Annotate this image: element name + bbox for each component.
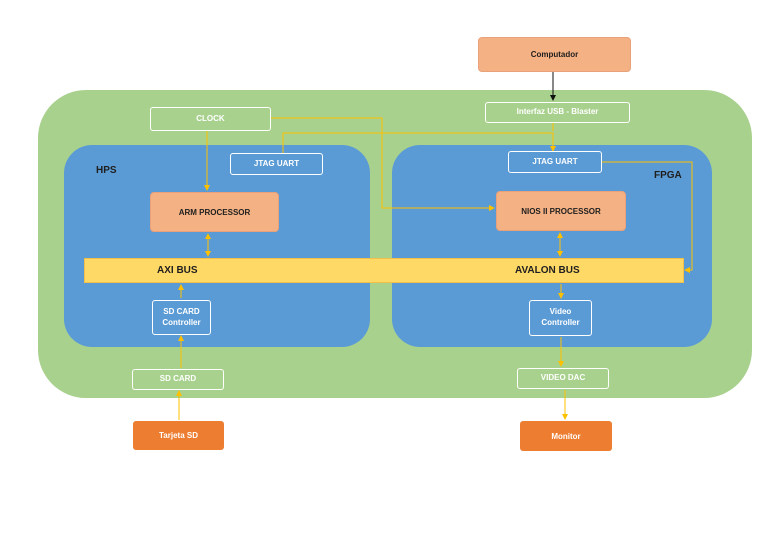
jtag-uart-hps-label: JTAG UART [253,158,300,168]
nios-processor-box: NIOS II PROCESSOR [496,191,626,231]
usb-blaster-box: Interfaz USB - Blaster [485,102,630,123]
system-bus [84,258,684,283]
sd-card-box: SD CARD [132,369,224,390]
arm-processor-box: ARM PROCESSOR [150,192,279,232]
clock-label: CLOCK [196,113,225,123]
usb-blaster-label: Interfaz USB - Blaster [516,107,599,117]
video-dac-box: VIDEO DAC [517,368,609,389]
jtag-uart-hps-box: JTAG UART [230,153,323,175]
fpga-region [392,145,712,347]
wire-clock-nios [271,117,495,211]
sd-card-controller-label: SD CARD Controller [162,306,201,327]
video-controller-box: Video Controller [529,300,592,336]
hps-region [64,145,370,347]
axi-bus-label: AXI BUS [157,265,198,276]
tarjeta-sd-box: Tarjeta SD [133,421,224,450]
arm-processor-label: ARM PROCESSOR [178,207,251,217]
tarjeta-sd-label: Tarjeta SD [159,431,198,440]
jtag-uart-fpga-label: JTAG UART [532,156,578,166]
monitor-label: Monitor [551,431,581,441]
video-controller-label: Video Controller [541,307,580,327]
clock-box: CLOCK [150,107,271,131]
hps-label: HPS [96,165,117,176]
sd-card-controller-box: SD CARD Controller [152,300,211,335]
sd-card-label: SD CARD [159,374,197,384]
wire-jtag-hps-usb [282,132,556,153]
wire-jtag-avalon [602,161,693,273]
jtag-uart-fpga-box: JTAG UART [508,151,602,173]
computador-box: Computador [478,37,631,72]
nios-processor-label: NIOS II PROCESSOR [521,206,601,216]
video-dac-label: VIDEO DAC [540,373,586,383]
avalon-bus-label: AVALON BUS [515,265,580,276]
computador-label: Computador [530,50,579,59]
monitor-box: Monitor [520,421,612,451]
fpga-label: FPGA [654,170,682,181]
